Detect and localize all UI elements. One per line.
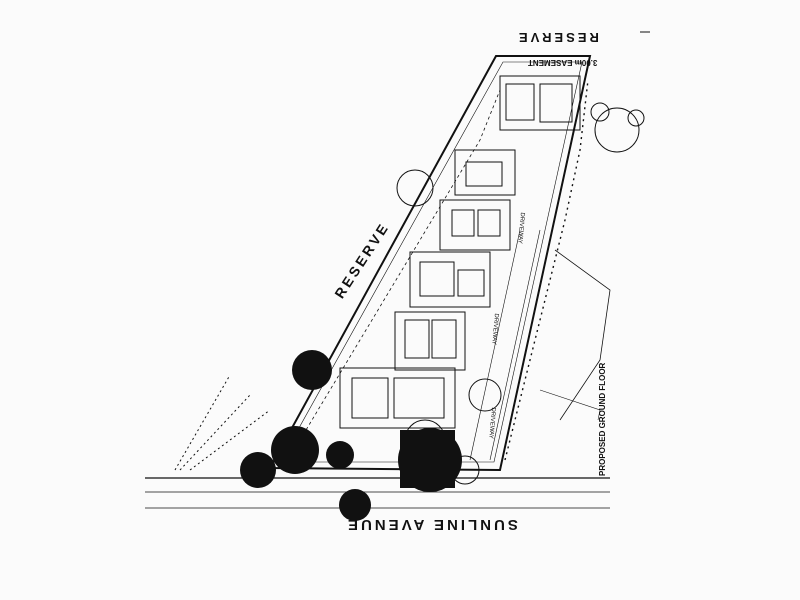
street-name-label: SUNLINE AVENUE <box>345 516 518 533</box>
existing-trees <box>240 350 462 521</box>
reserve-label-top: RESERVE <box>516 30 599 45</box>
unit-blocks <box>339 75 581 429</box>
drawing-title: PROPOSED GROUND FLOOR <box>598 362 607 476</box>
easement-label: 3.00m EASEMENT <box>528 58 598 67</box>
site-boundary <box>268 55 592 472</box>
